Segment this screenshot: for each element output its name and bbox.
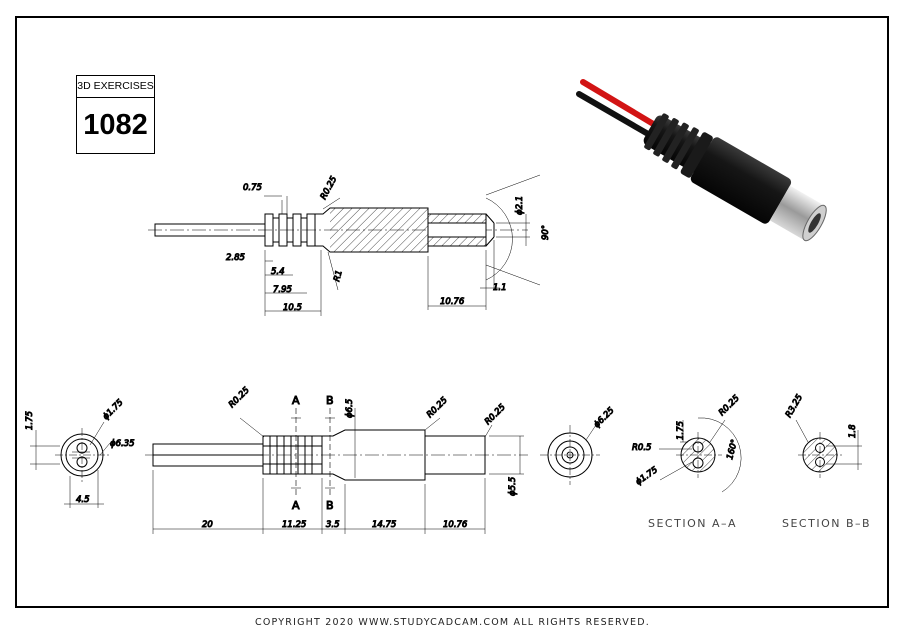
dim-label: 7.95	[273, 285, 292, 295]
dim-label: 11.25	[282, 520, 306, 530]
cut-label-b: B	[326, 394, 334, 407]
connector-3d-render	[576, 79, 827, 242]
dim-label: 4.5	[76, 495, 90, 505]
dim-label: R3.25	[784, 393, 805, 420]
dim-label: 10.76	[440, 297, 465, 307]
dim-label: 1.75	[676, 421, 686, 440]
dim-label: R1	[332, 269, 345, 283]
dim-label: 1.1	[493, 283, 507, 293]
dim-label: R0.25	[227, 385, 252, 410]
dim-label: R0.5	[632, 443, 651, 453]
dim-label: ϕ6.5	[345, 399, 355, 418]
exercise-badge: 3D EXERCISES 1082	[76, 75, 155, 154]
top-view: 0.75 R0.25 ϕ2.1 90° 2.85 5.4 R1 7.95 10.…	[148, 174, 552, 316]
dim-label: R0.25	[483, 402, 508, 427]
round-end-view: ϕ6.25	[540, 405, 617, 485]
dim-label: 10.76	[443, 520, 468, 530]
dim-label: ϕ2.1	[515, 196, 525, 215]
dim-label: ϕ6.35	[110, 439, 135, 449]
dim-label: R0.25	[319, 175, 339, 202]
dim-label: 160°	[725, 438, 740, 460]
end-view: 1.75 ϕ1.75 ϕ6.35 4.5	[25, 397, 135, 508]
section-a-view: 1.75 R0.25 R0.5 160° ϕ1.75	[632, 393, 742, 493]
section-b-view: R3.25 1.8	[783, 392, 862, 478]
dim-label: ϕ1.75	[634, 465, 660, 487]
dim-label: ϕ5.5	[508, 477, 518, 496]
cut-label-a: A	[292, 394, 300, 407]
dim-label: 14.75	[372, 520, 396, 530]
dim-label: ϕ1.75	[101, 398, 125, 422]
dim-label: 2.85	[226, 253, 245, 263]
section-a-title: SECTION A–A	[648, 517, 737, 530]
dim-label: 0.75	[243, 183, 262, 193]
badge-label: 3D EXERCISES	[77, 76, 154, 98]
dim-label: ϕ6.25	[592, 406, 616, 430]
dim-label: 1.8	[848, 424, 858, 438]
dim-label: 20	[202, 520, 213, 530]
dim-label: 1.75	[25, 411, 35, 430]
copyright-notice: COPYRIGHT 2020 WWW.STUDYCADCAM.COM ALL R…	[255, 617, 650, 628]
dim-label: 10.5	[283, 303, 302, 313]
dim-label: R0.25	[717, 393, 742, 418]
section-b-title: SECTION B–B	[782, 517, 871, 530]
cut-label-b: B	[326, 499, 334, 512]
dim-label: 5.4	[271, 267, 285, 277]
front-view: A B A B R0.25 ϕ6.5 R0.25 R0.25 ϕ5.5 20 1…	[145, 385, 528, 534]
exercise-number: 1082	[83, 109, 148, 141]
dim-label: 90°	[541, 225, 551, 240]
cut-label-a: A	[292, 499, 300, 512]
dim-label: R0.25	[425, 395, 450, 420]
drawing-sheet-border	[15, 16, 889, 608]
dim-label: 3.5	[326, 520, 340, 530]
